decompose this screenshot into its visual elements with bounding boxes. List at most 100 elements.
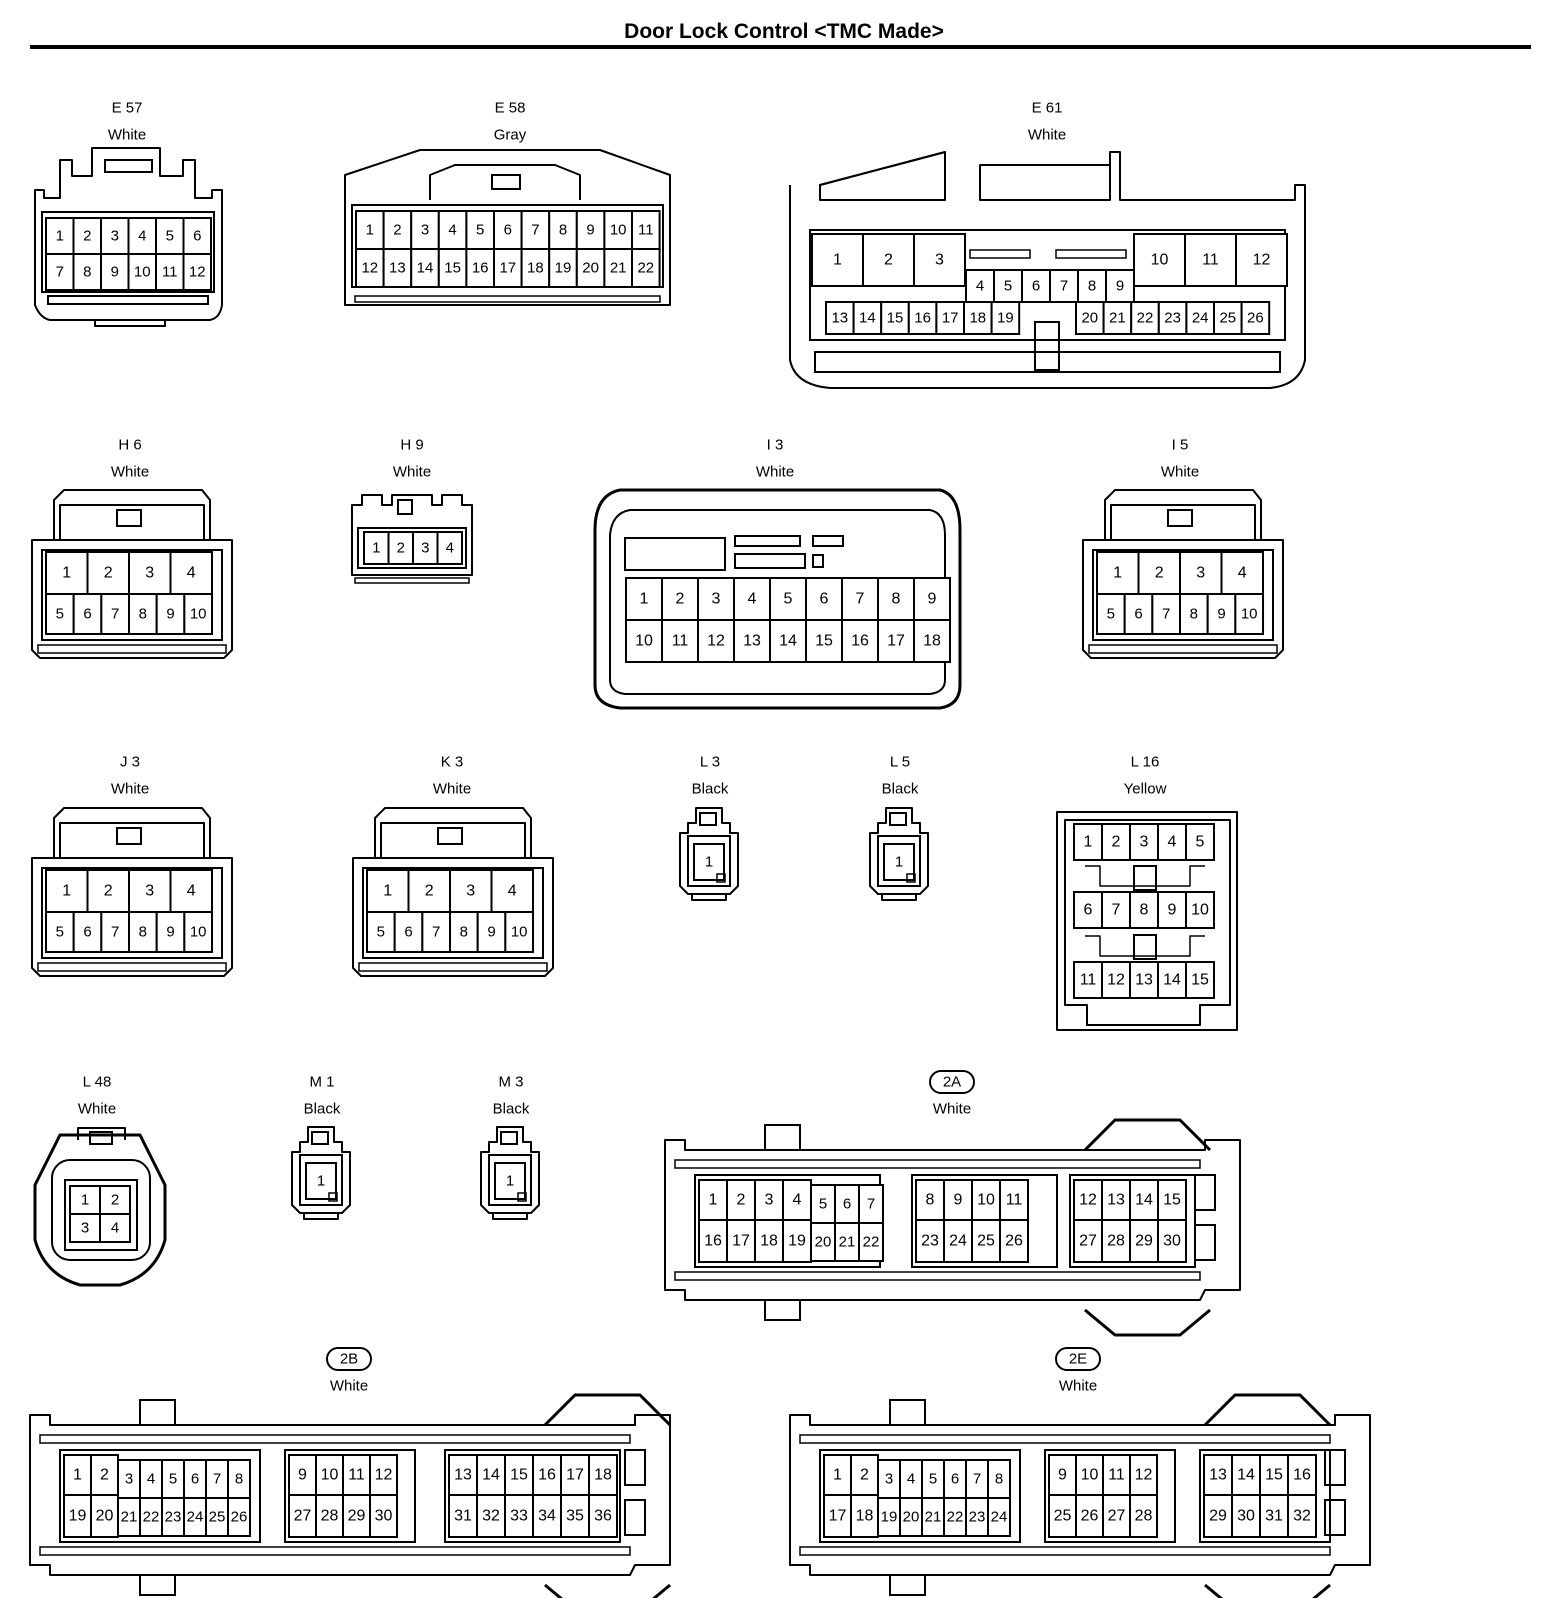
connector-id: I 3 <box>767 437 784 454</box>
pin-number: 2 <box>104 883 113 900</box>
connector-id: K 3 <box>441 754 464 771</box>
pin-number: 14 <box>1163 972 1181 989</box>
pin-cell <box>726 1219 756 1263</box>
pin-number: 27 <box>1079 1233 1097 1250</box>
pin-number: 11 <box>1080 972 1097 989</box>
pin-number: 1 <box>317 1173 325 1190</box>
pin-cell <box>100 911 131 953</box>
connector-color: White <box>111 781 149 798</box>
pin-cell <box>825 301 855 335</box>
pin-cell <box>990 301 1021 335</box>
pin-number: 5 <box>56 606 64 623</box>
pin-number: 9 <box>111 264 119 281</box>
pin-cell <box>1137 551 1181 595</box>
pin-cell <box>631 248 661 288</box>
connector-id: 2E <box>1069 1351 1087 1368</box>
pin-cell <box>1234 593 1265 635</box>
pin-cell <box>45 253 75 291</box>
pin-number: 3 <box>145 883 154 900</box>
pin-number: 9 <box>1217 606 1225 623</box>
pin-number: 23 <box>969 1509 986 1526</box>
pin-cell <box>90 1494 119 1538</box>
pin-number: 6 <box>404 924 412 941</box>
connector-color: White <box>330 1378 368 1395</box>
pin-cell <box>369 1494 398 1538</box>
connector-badge <box>1055 1347 1101 1371</box>
pin-number: 6 <box>83 606 91 623</box>
pin-number: 7 <box>973 1471 981 1488</box>
pin-number: 15 <box>1163 1192 1181 1209</box>
pin-number: 5 <box>1196 834 1205 851</box>
pin-number: 3 <box>466 883 475 900</box>
pin-number: 23 <box>1164 310 1181 327</box>
pin-number: 3 <box>111 228 119 245</box>
pin-number: 18 <box>923 633 941 650</box>
pin-number: 16 <box>1293 1467 1311 1484</box>
pin-number: 24 <box>991 1509 1008 1526</box>
pin-number: 15 <box>444 260 461 277</box>
pin-cell <box>560 1494 590 1538</box>
pin-number: 4 <box>147 1471 155 1488</box>
pin-number: 36 <box>594 1508 612 1525</box>
pin-number: 12 <box>375 1467 393 1484</box>
connector-color: White <box>1028 127 1066 144</box>
pin-cell <box>169 551 213 595</box>
connector-id: I 5 <box>1172 437 1189 454</box>
pin-number: 14 <box>1135 1192 1153 1209</box>
pin-number: 1 <box>81 1192 89 1209</box>
pin-cell <box>1185 301 1216 335</box>
pin-cell <box>448 1494 478 1538</box>
pin-cell <box>449 911 479 953</box>
pin-cell <box>1073 891 1103 929</box>
pin-number: 12 <box>1135 1467 1153 1484</box>
pin-number: 2 <box>425 883 434 900</box>
pin-cell <box>436 531 463 565</box>
pin-number: 20 <box>903 1509 920 1526</box>
pin-number: 15 <box>887 310 904 327</box>
pin-cell <box>1133 233 1186 287</box>
pin-cell <box>999 1219 1029 1263</box>
pin-cell <box>1179 593 1209 635</box>
pin-number: 6 <box>951 1471 959 1488</box>
connector-id: M 1 <box>309 1074 334 1091</box>
pin-cell <box>449 869 493 913</box>
connector-color: Yellow <box>1124 781 1167 798</box>
pin-number: 3 <box>712 591 721 608</box>
pin-number: 2 <box>1155 565 1164 582</box>
pin-cell <box>963 301 993 335</box>
pin-number: 27 <box>294 1508 312 1525</box>
pin-number: 2 <box>100 1467 109 1484</box>
pin-number: 1 <box>709 1192 718 1209</box>
pin-number: 15 <box>1191 972 1209 989</box>
pin-cell <box>1157 1219 1187 1263</box>
pin-number: 14 <box>779 633 797 650</box>
pin-number: 22 <box>1137 310 1154 327</box>
pin-cell <box>913 577 951 621</box>
pin-number: 7 <box>111 606 119 623</box>
pin-number: 30 <box>375 1508 393 1525</box>
pin-number: 11 <box>672 633 689 650</box>
pin-number: 6 <box>83 924 91 941</box>
pin-number: 27 <box>1108 1508 1126 1525</box>
pin-number: 10 <box>610 222 627 239</box>
connector-badge <box>929 1070 975 1094</box>
pin-number: 3 <box>421 540 429 557</box>
pin-number: 9 <box>166 606 174 623</box>
pin-cell <box>1129 1494 1158 1538</box>
connector-m1: 1 <box>291 1126 351 1220</box>
pin-cell <box>1206 593 1237 635</box>
pin-number: 4 <box>187 883 196 900</box>
pin-number: 10 <box>977 1192 995 1209</box>
pin-number: 1 <box>62 883 71 900</box>
pin-cell <box>90 1454 119 1496</box>
pin-number: 3 <box>421 222 429 239</box>
pin-cell <box>86 869 130 913</box>
pin-number: 22 <box>143 1509 160 1526</box>
pin-number: 5 <box>377 924 385 941</box>
